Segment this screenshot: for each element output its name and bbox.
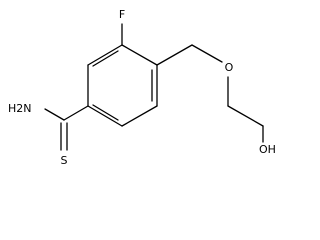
ring-bond bbox=[87, 105, 123, 127]
ring-double-bond bbox=[92, 104, 119, 121]
ether-oxygen-label: O bbox=[225, 61, 234, 74]
thioamide-group bbox=[44, 105, 89, 151]
amine-label: H2N bbox=[8, 102, 32, 115]
hydroxyl-label: OH bbox=[259, 143, 276, 156]
ch2-o-bond bbox=[191, 44, 223, 63]
ring-bond bbox=[121, 105, 158, 127]
hydroxyethoxymethyl-chain bbox=[156, 44, 264, 143]
ring-double-bond bbox=[92, 50, 119, 67]
ring-ch2-bond bbox=[156, 44, 193, 66]
ring-bond bbox=[87, 44, 123, 66]
benzene-ring bbox=[87, 44, 158, 127]
ch2-ch2-bond bbox=[227, 105, 264, 127]
c-n-bond bbox=[44, 108, 65, 121]
ring-c-bond bbox=[63, 105, 89, 121]
molecule-structure: F O OH H2N S bbox=[8, 8, 276, 167]
ring-bond bbox=[121, 44, 158, 66]
sulfur-label: S bbox=[61, 154, 68, 167]
fluorine-label: F bbox=[119, 8, 125, 21]
